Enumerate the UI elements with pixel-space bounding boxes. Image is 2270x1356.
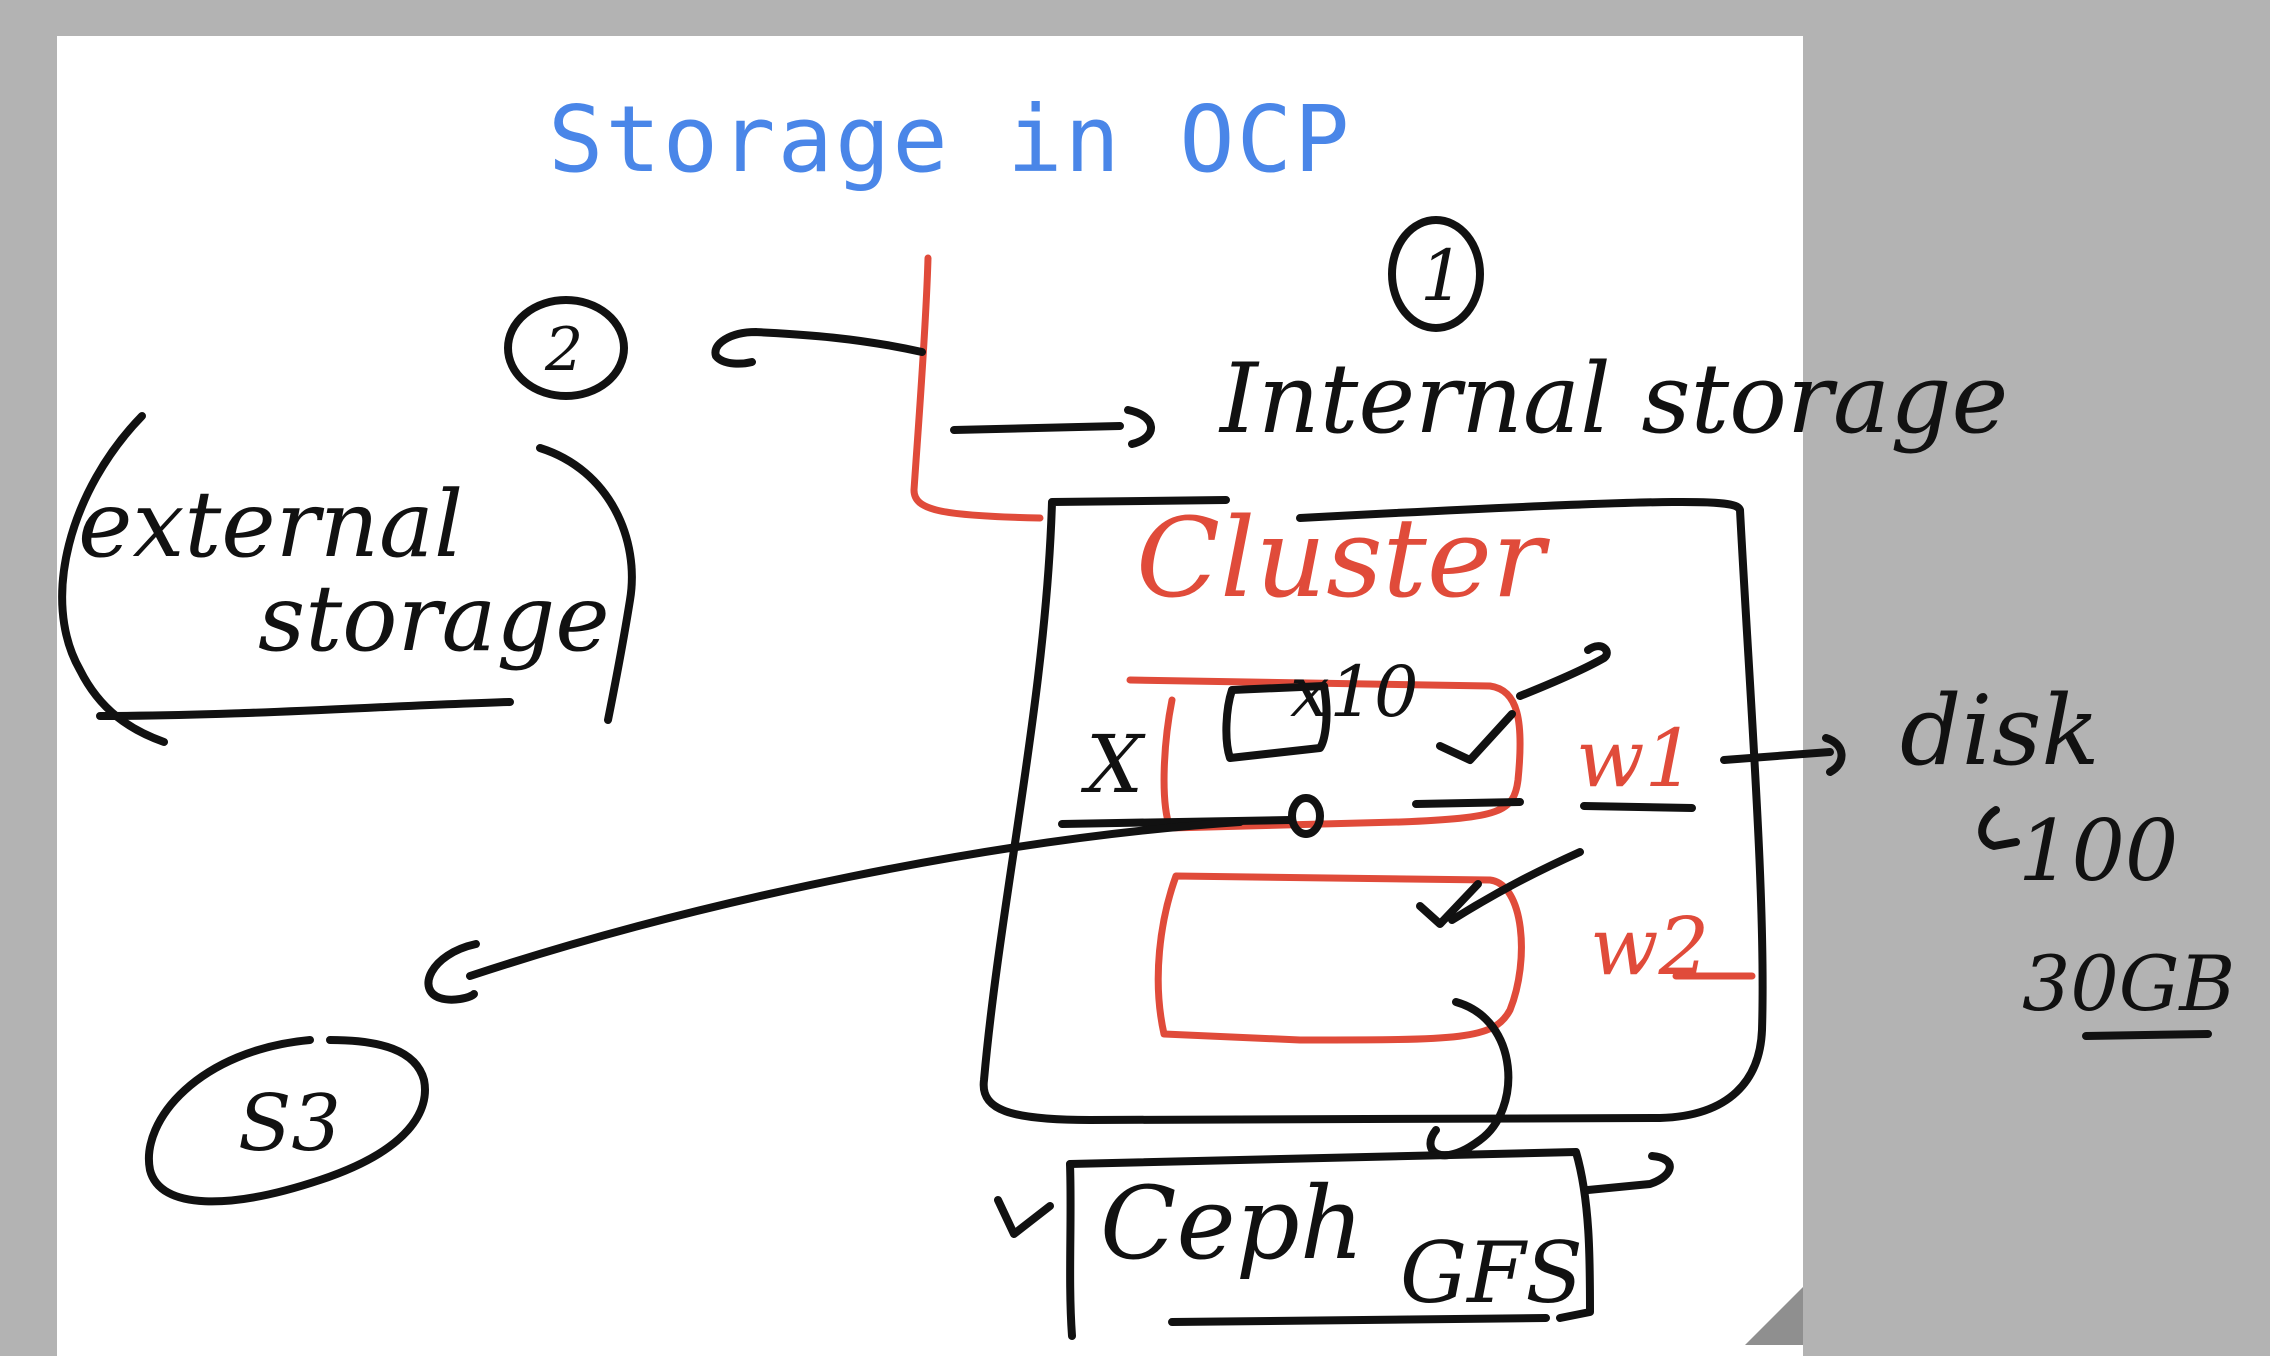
w1-box: [1126, 676, 1524, 832]
w1-inner-line: [1412, 798, 1524, 808]
arrow-w2-out: [1448, 848, 1584, 924]
page-fold-corner: [1745, 1287, 1803, 1345]
x-mark: X: [1080, 718, 1146, 811]
arrow-to-disk: [1720, 748, 1834, 764]
red-branch-stem: [910, 254, 1044, 522]
arrow-to-external: [711, 328, 926, 368]
checkmark-w2: [1416, 880, 1482, 928]
external-bracket-right: [536, 444, 636, 724]
curve-to-ceph: [1426, 998, 1513, 1160]
ceph-box-bottom: [1168, 1314, 1550, 1326]
number-1-circle: [1388, 216, 1484, 332]
ceph-label: Ceph: [1100, 1165, 1364, 1282]
cluster-label: Cluster: [1136, 494, 1551, 622]
disk-size2: 30GB: [2022, 939, 2235, 1028]
w1-underline: [1580, 802, 1696, 812]
number-1-label: 1: [1420, 235, 1465, 317]
w2-box: [1154, 872, 1525, 1044]
checkmark-w1: [1436, 710, 1516, 764]
disk-label: disk: [1900, 675, 2100, 787]
external-storage-line1: external: [78, 471, 463, 578]
diagram-title: Storage in OCP: [548, 86, 1352, 193]
gfs-arrow: [1584, 1152, 1674, 1194]
s3-ellipse: [144, 1036, 429, 1206]
arrow-top-right: [1516, 642, 1611, 700]
pod-sketch: [1222, 682, 1331, 762]
s3-label: S3: [238, 1079, 341, 1169]
external-underline: [96, 698, 514, 720]
ceph-box: [1066, 1148, 1594, 1322]
number-2-label: 2: [544, 315, 583, 385]
arrow-to-s3: [466, 818, 1244, 980]
x10-label: x10: [1290, 651, 1419, 733]
external-bracket-left: [58, 412, 168, 746]
internal-storage-label: Internal storage: [1218, 343, 2008, 455]
arrow-to-internal: [950, 422, 1124, 434]
strike-line: [1058, 816, 1294, 828]
ceph-check: [994, 1196, 1054, 1238]
external-storage-line2: storage: [258, 565, 610, 672]
w1-label: w1: [1576, 712, 1695, 805]
arrowhead-to-s3: [424, 940, 480, 1004]
gfs-label: GFS: [1400, 1224, 1583, 1322]
small-circle: [1288, 794, 1324, 838]
arrowhead-to-disk: [1822, 734, 1846, 776]
disk-size-underline: [2082, 1030, 2212, 1040]
ceph-box-left: [1066, 1160, 1076, 1340]
disk-size1: 100: [2018, 802, 2178, 900]
number-2-circle: [504, 296, 628, 400]
disk-arrow: [1978, 806, 2020, 850]
arrowhead-to-internal: [1124, 406, 1155, 448]
cluster-box: [979, 496, 1767, 1124]
